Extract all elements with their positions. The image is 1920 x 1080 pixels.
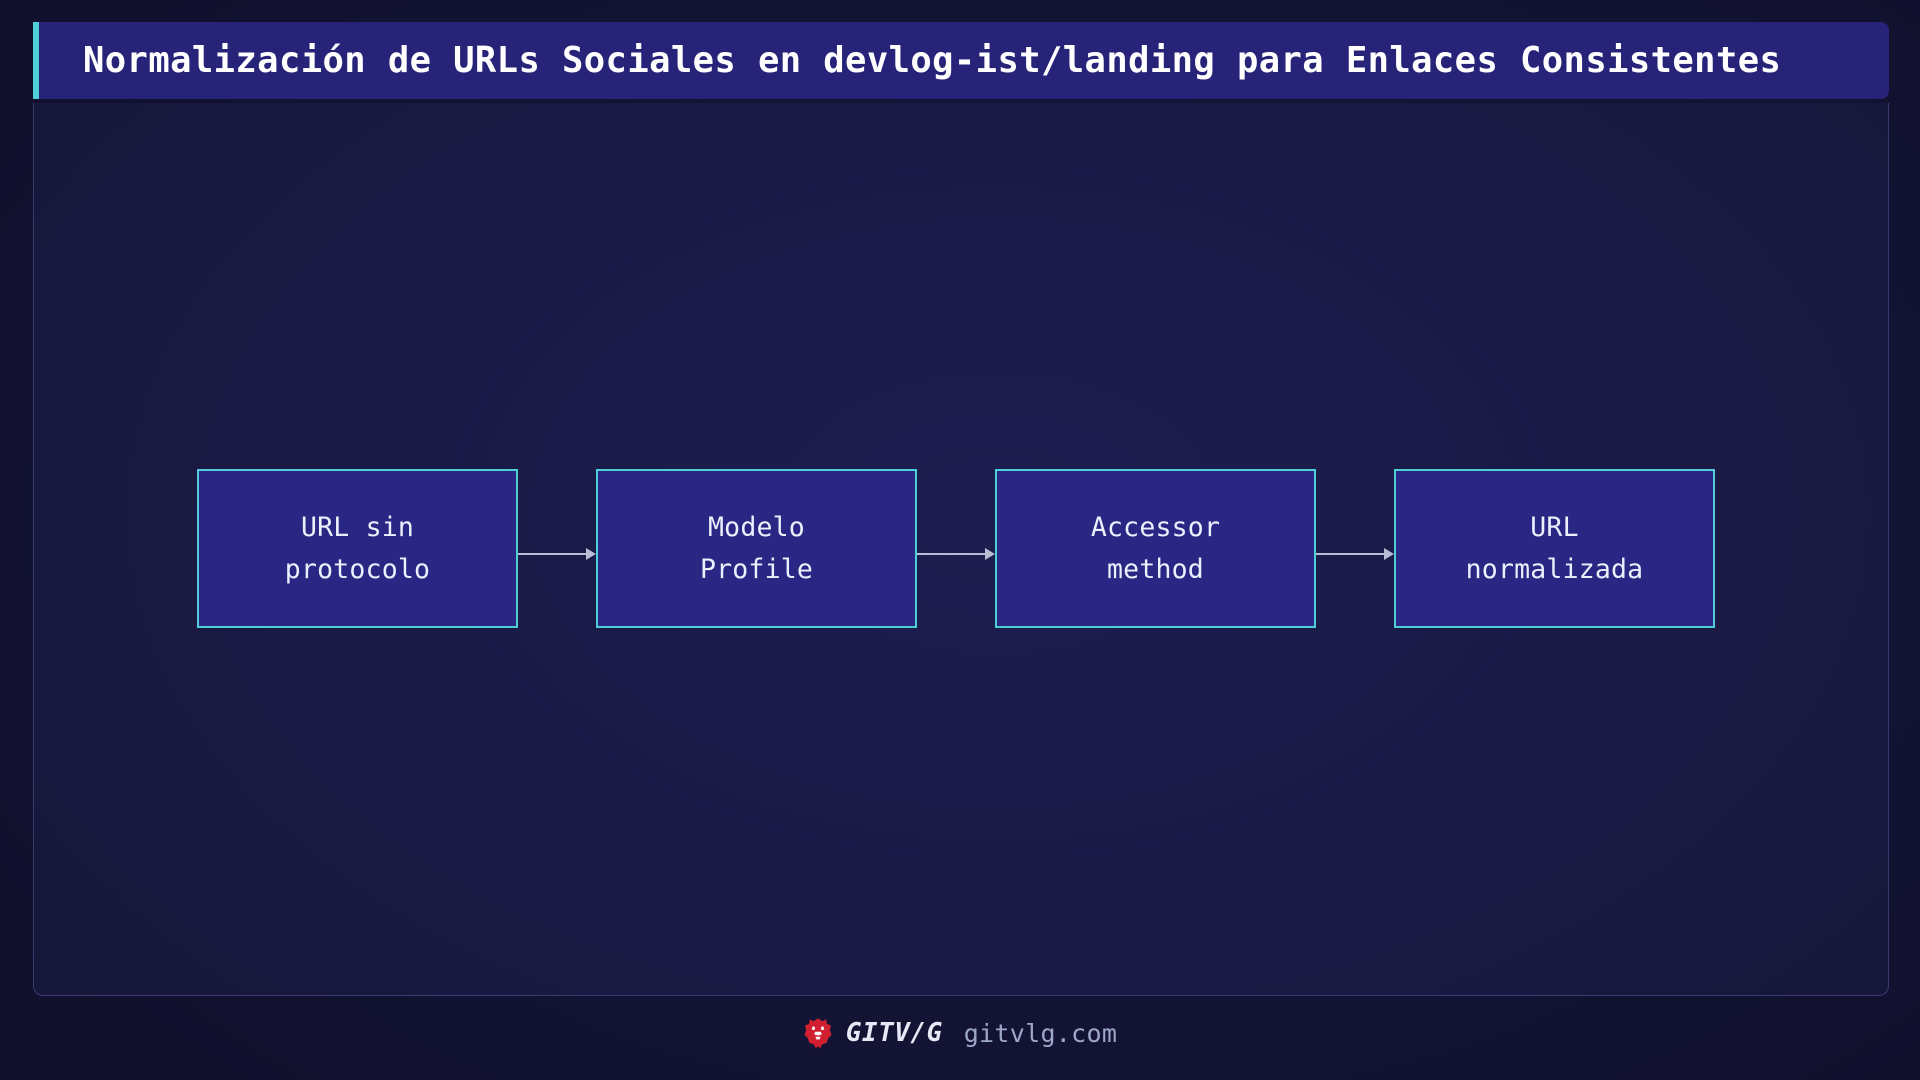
arrow-line <box>917 553 986 555</box>
flow-node-label-line-1: Accessor <box>1090 511 1221 543</box>
flow-node-modelo-profile[interactable]: Modelo Profile <box>596 469 917 628</box>
page-title: Normalización de URLs Sociales en devlog… <box>83 40 1782 81</box>
flow-node-accessor-method[interactable]: Accessor method <box>995 469 1316 628</box>
flow-arrow-2 <box>917 548 995 560</box>
flow-diagram: URL sin protocolo Modelo Profile Accesso… <box>34 469 1888 629</box>
title-accent-bar <box>33 22 39 99</box>
arrow-line <box>1316 553 1385 555</box>
flow-node-label-line-2: protocolo <box>284 553 431 585</box>
lion-head-icon <box>804 1018 832 1049</box>
footer-url: gitvlg.com <box>963 1018 1118 1048</box>
arrow-line <box>518 553 587 555</box>
slide-title-bar: Normalización de URLs Sociales en devlog… <box>33 22 1889 99</box>
flow-node-label-line-2: Profile <box>699 553 814 585</box>
arrow-head-icon <box>586 548 596 560</box>
content-panel: URL sin protocolo Modelo Profile Accesso… <box>33 103 1889 996</box>
arrow-head-icon <box>1384 548 1394 560</box>
flow-node-label-line-2: method <box>1107 553 1204 585</box>
flow-arrow-1 <box>518 548 596 560</box>
flow-node-label-line-2: normalizada <box>1465 553 1644 585</box>
flow-arrow-3 <box>1316 548 1394 560</box>
arrow-head-icon <box>985 548 995 560</box>
footer-brand: GITV/G <box>845 1018 943 1048</box>
flow-node-label-line-1: URL <box>1530 511 1579 543</box>
slide-footer: GITV/G gitvlg.com <box>0 1007 1920 1059</box>
flow-node-label-line-1: Modelo <box>708 511 805 543</box>
flow-node-label-line-1: URL sin <box>300 511 415 543</box>
flow-node-url-normalizada[interactable]: URL normalizada <box>1394 469 1715 628</box>
flow-node-url-sin-protocolo[interactable]: URL sin protocolo <box>197 469 518 628</box>
